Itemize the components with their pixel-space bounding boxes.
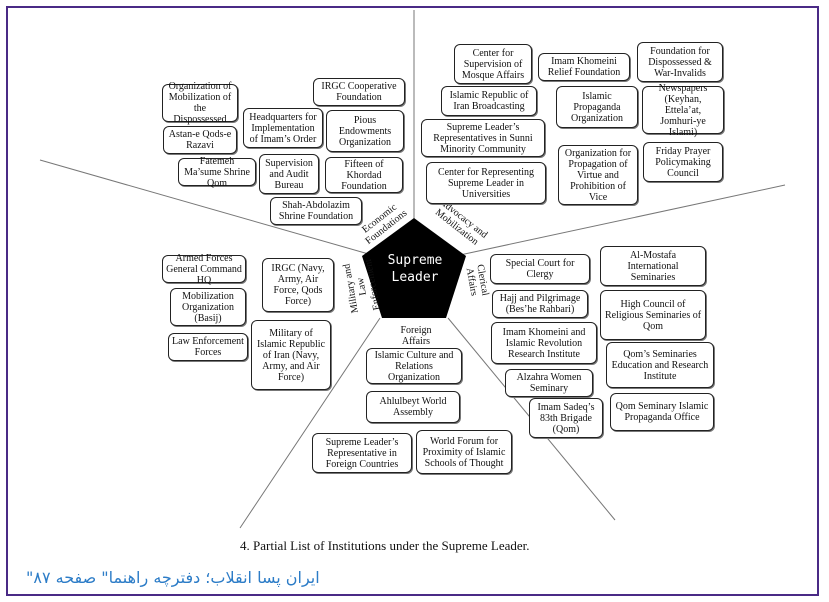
node-org-mobilization-dispossessed: Organization of Mobilization of the Disp… [162,81,238,125]
divider-line-bottom-left [239,317,381,529]
node-law-enforcement: Law Enforcement Forces [168,333,248,361]
node-special-court: Special Court for Clergy [490,254,590,284]
node-friday-prayer: Friday Prayer Policymaking Council [643,142,723,182]
node-hajj: Hajj and Pilgrimage (Bes’he Rahbari) [492,290,588,318]
divider-line-right [459,184,786,256]
node-supervision-audit: Supervision and Audit Bureau [259,154,319,194]
node-universities: Center for Representing Supreme Leader i… [426,162,546,204]
node-hq-imam-order: Headquarters for Implementation of Imam’… [243,108,323,148]
node-qom-propaganda: Qom Seminary Islamic Propaganda Office [610,393,714,431]
node-fatemeh-shrine: Fatemeh Ma’sume Shrine Qom [178,156,256,189]
node-islamic-propaganda: Islamic Propaganda Organization [556,86,638,128]
node-shah-abdolazim: Shah-Abdolazim Shrine Foundation [270,197,362,225]
node-imam-sadeq: Imam Sadeq’s 83th Brigade (Qom) [529,398,603,438]
supreme-leader-label: Supreme Leader [387,253,443,285]
source-footer: "ایران پسا انقلاب؛ دفترچه راهنما" صفحه ۸… [26,568,320,587]
supreme-leader-pentagon [362,218,466,318]
node-astan-qods: Astan-e Qods-e Razavi [163,126,237,154]
divider-line-left [39,159,373,256]
sector-label-foreign: Foreign Affairs [400,325,432,347]
node-dispossessed-war: Foundation for Dispossessed & War-Invali… [637,42,723,82]
node-newspapers: Newspapers (Keyhan, Ettela’at, Jomhuri-y… [642,83,724,138]
figure-caption: 4. Partial List of Institutions under th… [240,538,530,553]
node-world-forum: World Forum for Proximity of Islamic Sch… [416,430,512,474]
node-irgc: IRGC (Navy, Army, Air Force, Qods Force) [262,258,334,312]
node-seminaries-research: Qom’s Seminaries Education and Research … [606,342,714,388]
node-military-iri: Military of Islamic Republic of Iran (Na… [251,320,331,390]
node-foreign-reps: Supreme Leader’s Representative in Forei… [312,433,412,473]
node-culture-relations: Islamic Culture and Relations Organizati… [366,348,462,384]
node-relief-foundation: Imam Khomeini Relief Foundation [538,53,630,81]
node-high-council: High Council of Religious Seminaries of … [600,290,706,340]
node-ahlulbeyt: Ahlulbeyt World Assembly [366,391,460,423]
node-mosque-affairs: Center for Supervision of Mosque Affairs [454,44,532,84]
node-virtue-vice: Organization for Propagation of Virtue a… [558,145,638,205]
node-irib: Islamic Republic of Iran Broadcasting [441,86,537,116]
node-fifteen-khordad: Fifteen of Khordad Foundation [325,157,403,193]
node-sunni-reps: Supreme Leader’s Representatives in Sunn… [421,119,545,157]
node-irgc-cooperative: IRGC Cooperative Foundation [313,78,405,106]
node-pious-endowments: Pious Endowments Organization [326,110,404,152]
node-al-mostafa: Al-Mostafa International Seminaries [600,246,706,286]
node-armed-forces-hq: Armed Forces General Command HQ [162,253,246,286]
node-revolution-institute: Imam Khomeini and Islamic Revolution Res… [491,322,597,364]
node-alzahra: Alzahra Women Seminary [505,369,593,397]
node-basij: Mobilization Organization (Basij) [170,288,246,326]
